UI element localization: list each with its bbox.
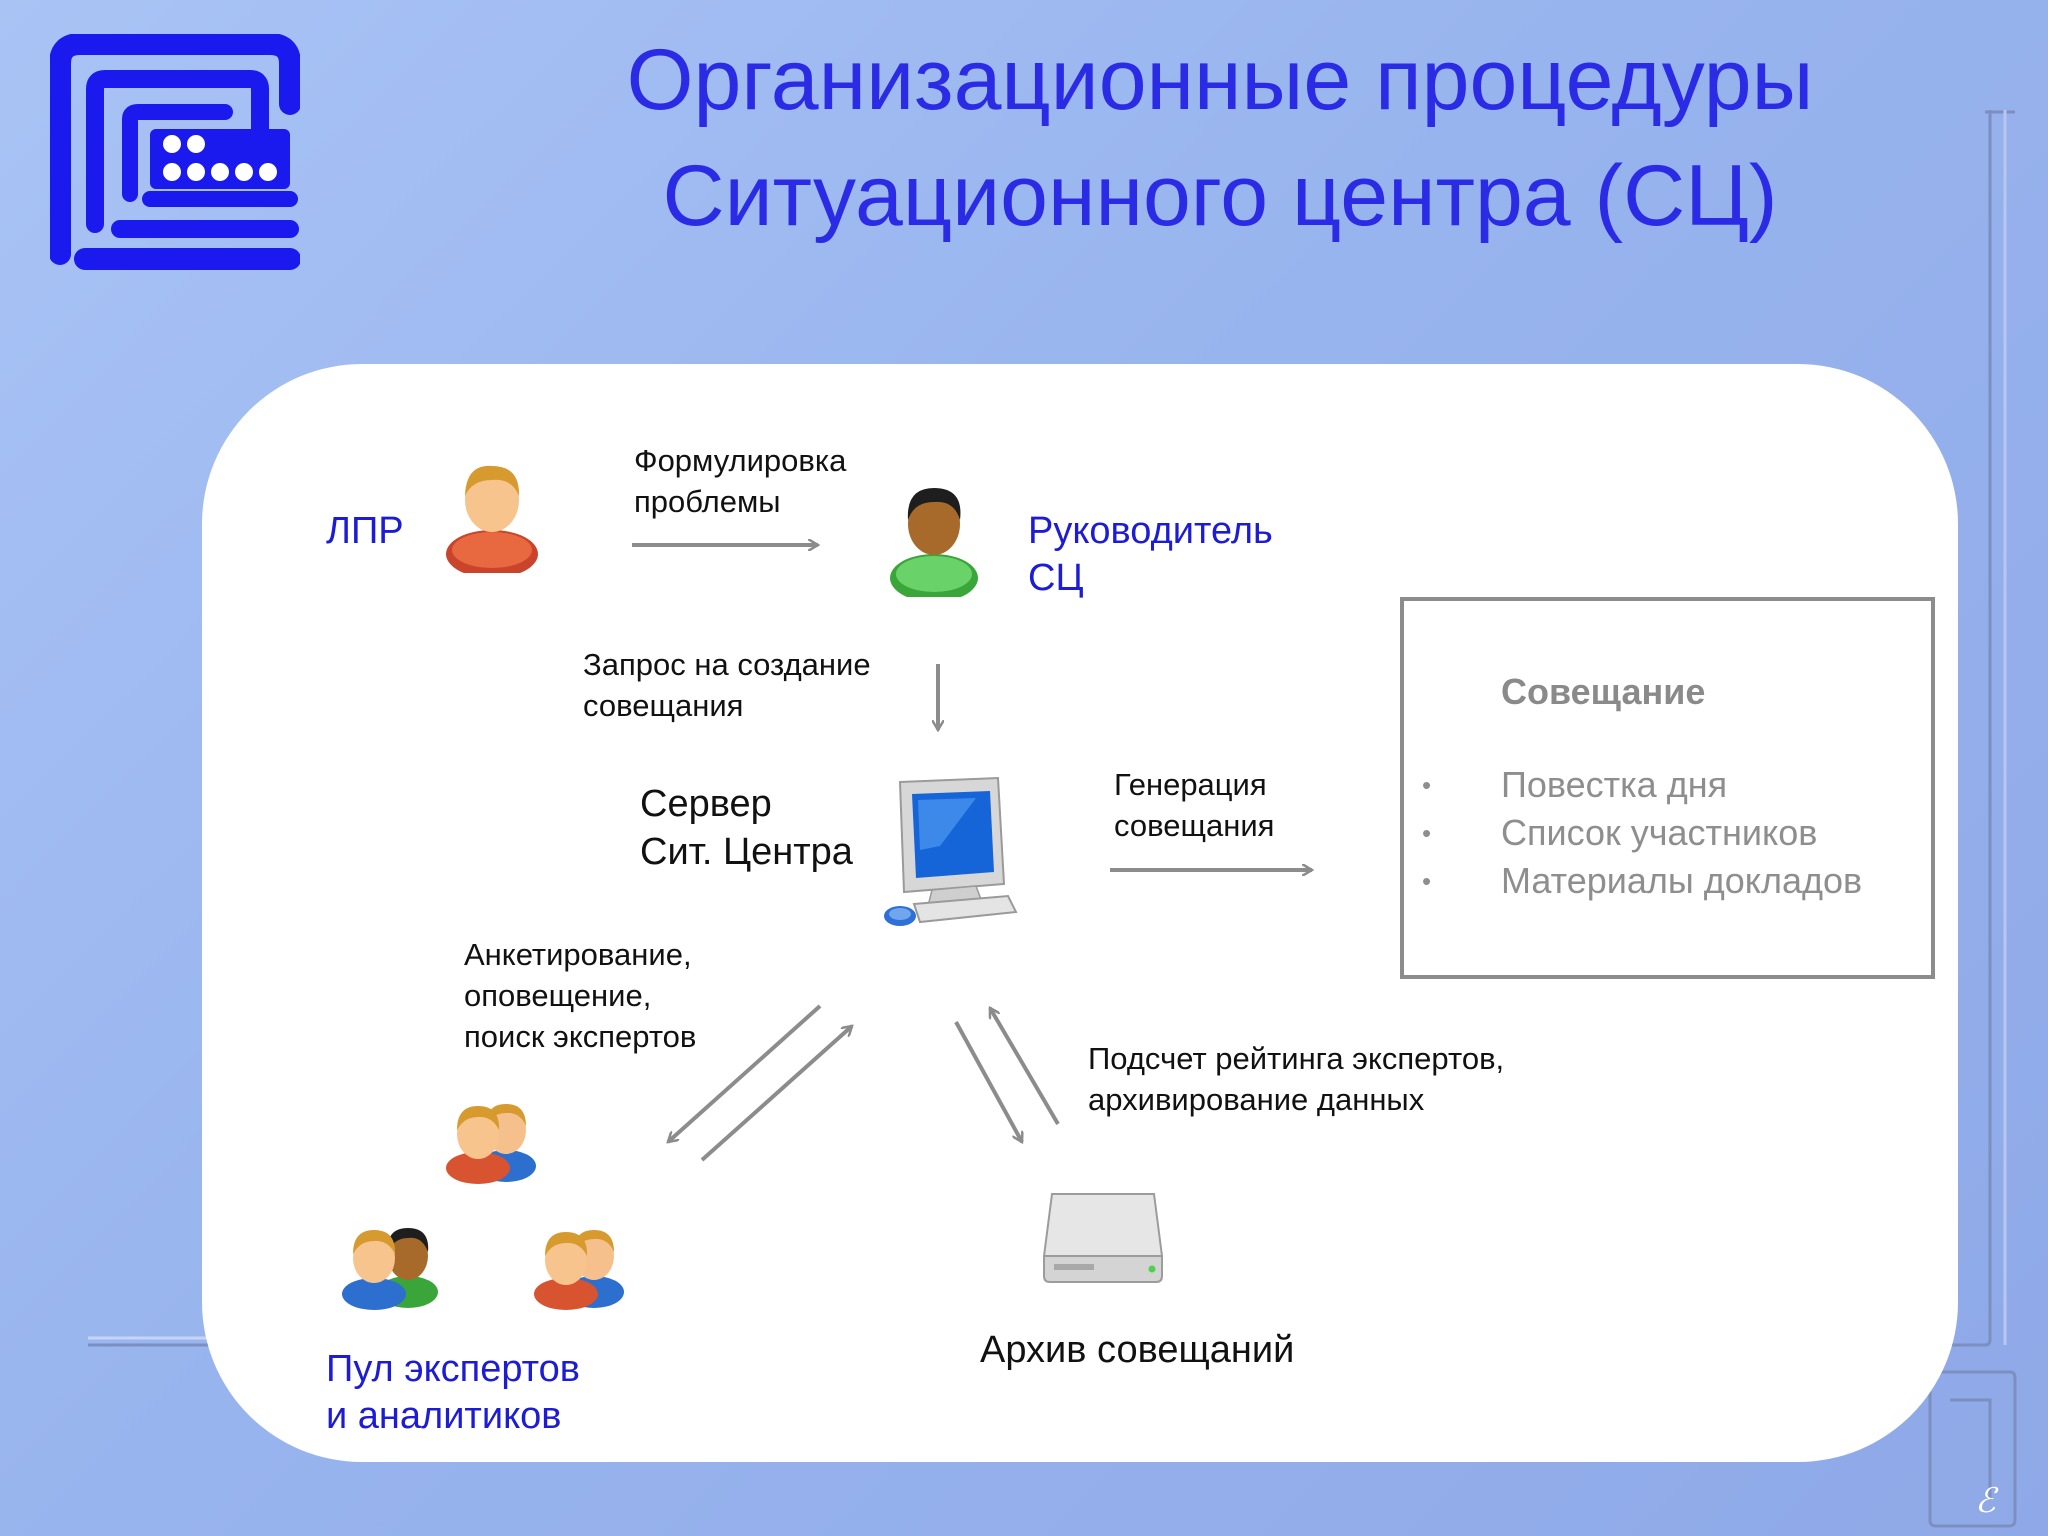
meeting-item-label: Материалы докладов — [1501, 860, 1863, 901]
meeting-list: • Повестка дня • Список участников • Матери… — [1422, 761, 1862, 905]
bullet-icon: • — [1422, 770, 1432, 800]
bullet-icon: • — [1422, 866, 1432, 896]
list-item: • Повестка дня — [1422, 761, 1862, 809]
person-green-icon — [890, 488, 978, 597]
pool-label: Пул экспертов и аналитиков — [326, 1348, 580, 1437]
people-group-icon — [446, 1104, 536, 1184]
bullet-icon: • — [1422, 818, 1432, 848]
meeting-title: Совещание — [1501, 671, 1706, 712]
archive-label: Архив совещаний — [980, 1329, 1295, 1371]
edge-generation-label: Генерация совещания — [1114, 767, 1275, 843]
hard-drive-icon — [1042, 1193, 1164, 1283]
edge-formulation-label: Формулировка проблемы — [634, 443, 847, 519]
people-group-icon — [534, 1230, 624, 1310]
computer-icon — [884, 776, 1018, 926]
meeting-item-label: Список участников — [1501, 812, 1818, 853]
server-label: Сервер Сит. Центра — [640, 783, 853, 873]
list-item: • Список участников — [1422, 809, 1862, 857]
person-icon — [446, 465, 538, 573]
meeting-box: Совещание • Повестка дня • Список участник… — [1400, 597, 1935, 979]
lpr-label: ЛПР — [326, 510, 404, 552]
people-group-icon — [342, 1228, 438, 1310]
page-title: Организационные процедуры Ситуационного … — [520, 22, 1920, 254]
edge-rating-label: Подсчет рейтинга экспертов, архивировани… — [1088, 1041, 1505, 1117]
edge-request-label: Запрос на создание совещания — [583, 647, 871, 723]
list-item: • Материалы докладов — [1422, 857, 1862, 905]
svg-text:ℰ: ℰ — [1975, 1481, 1999, 1521]
meeting-item-label: Повестка дня — [1501, 764, 1728, 805]
title-line-1: Организационные процедуры — [626, 32, 1814, 128]
head-label: Руководитель СЦ — [1028, 510, 1273, 599]
edge-survey-label: Анкетирование, оповещение, поиск эксперт… — [464, 937, 697, 1054]
title-line-2: Ситуационного центра (СЦ) — [662, 148, 1778, 244]
situation-center-logo — [50, 34, 300, 270]
